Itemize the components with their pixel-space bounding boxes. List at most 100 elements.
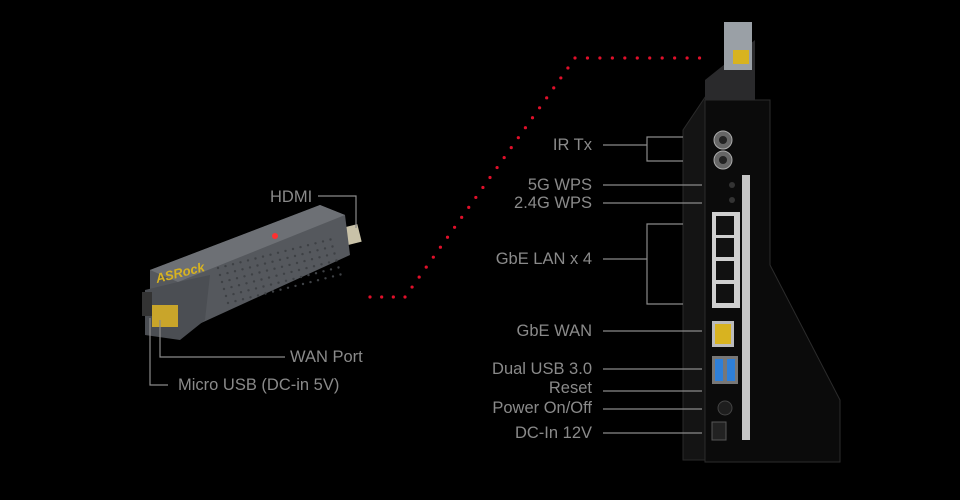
connector-dot (431, 255, 435, 259)
vent-hole (254, 287, 258, 290)
vent-hole (301, 252, 304, 256)
vent-hole (280, 265, 284, 268)
vent-hole (222, 287, 226, 291)
label-ir-tx: IR Tx (552, 136, 592, 154)
vent-hole (241, 298, 245, 301)
vent-hole (312, 265, 316, 268)
vent-hole (288, 263, 291, 267)
connector-dot (610, 56, 614, 60)
connector-dot (673, 56, 677, 60)
connector-dot (391, 295, 395, 299)
label-24g-wps: 2.4G WPS (514, 194, 592, 212)
vent-hole (325, 254, 329, 257)
vent-hole (279, 288, 282, 291)
dotted-connector (368, 56, 702, 299)
vent-hole (335, 259, 338, 262)
label-hdmi: HDMI (270, 188, 313, 206)
dc-jack (711, 421, 727, 441)
connector-dot (481, 185, 485, 190)
vent-hole (275, 274, 278, 277)
connector-dot (573, 56, 577, 60)
vent-hole (284, 249, 287, 253)
connector-dot (660, 56, 664, 60)
vent-hole (310, 258, 314, 261)
vent-hole (307, 273, 310, 277)
connector-dot (460, 215, 464, 219)
vent-hole (239, 291, 243, 294)
vent-hole (284, 279, 288, 282)
vent-hole (232, 292, 235, 296)
vent-hole (295, 261, 299, 265)
power-button (717, 400, 733, 416)
vent-hole (267, 276, 271, 279)
vent-hole (269, 253, 272, 256)
vent-hole (273, 267, 276, 270)
vent-hole (224, 294, 228, 298)
vent-hole (314, 272, 318, 275)
micro-usb-port (142, 292, 152, 316)
vent-hole (233, 270, 237, 273)
label-dual-usb: Dual USB 3.0 (492, 360, 592, 378)
vent-hole (271, 260, 274, 263)
connector-dot (424, 265, 428, 269)
connector-dot (697, 56, 702, 60)
vent-hole (247, 289, 250, 292)
connector-dot (523, 126, 528, 130)
vent-hole (290, 270, 293, 274)
vent-hole (228, 278, 231, 282)
connector-dot (438, 245, 443, 249)
vent-hole (263, 262, 267, 265)
vent-hole (309, 280, 312, 284)
vent-hole (299, 275, 303, 279)
vent-hole (327, 261, 331, 264)
label-gbe-lan: GbE LAN x 4 (495, 250, 592, 268)
connector-dot (559, 76, 563, 80)
label-reset: Reset (548, 379, 592, 397)
connector-dot (545, 96, 549, 100)
vent-hole (331, 245, 334, 248)
vent-hole (292, 277, 295, 281)
hdmi-stick: ASRock (142, 205, 362, 340)
label-dc-in: DC-In 12V (514, 424, 592, 442)
vent-hole (250, 273, 254, 276)
label-wan-port: WAN Port (290, 348, 363, 366)
connector-dot (598, 56, 602, 60)
vent-hole (226, 301, 230, 305)
vent-hole (333, 252, 336, 255)
vent-hole (299, 245, 302, 249)
wan-port-rj45 (152, 305, 178, 327)
vent-hole (339, 273, 342, 276)
vent-hole (297, 268, 301, 272)
vent-hole (245, 282, 248, 285)
vent-hole (248, 266, 252, 269)
vent-hole (264, 292, 267, 295)
vent-hole (314, 242, 317, 245)
vent-hole (218, 273, 222, 277)
vent-hole (237, 284, 241, 287)
label-5g-wps: 5G WPS (527, 176, 592, 194)
vent-hole (254, 257, 257, 260)
vent-hole (265, 269, 269, 272)
vent-hole (318, 256, 321, 259)
vent-hole (276, 251, 280, 254)
label-micro-usb: Micro USB (DC-in 5V) (178, 376, 340, 394)
vent-hole (269, 283, 273, 286)
connector-dot (552, 86, 556, 90)
vent-hole (286, 256, 289, 260)
vent-hole (316, 249, 319, 252)
vent-hole (260, 278, 263, 281)
vent-hole (220, 280, 224, 284)
vent-hole (320, 263, 323, 266)
vent-hole (224, 264, 227, 268)
vent-hole (305, 266, 308, 270)
vent-hole (316, 279, 320, 282)
connector-dot (685, 56, 689, 60)
connector-dot (380, 295, 384, 299)
vent-hole (235, 277, 239, 280)
vent-hole (321, 240, 325, 243)
connector-dot (403, 295, 407, 299)
vent-hole (301, 282, 305, 286)
vent-hole (252, 280, 256, 283)
connector-dot (566, 66, 570, 70)
